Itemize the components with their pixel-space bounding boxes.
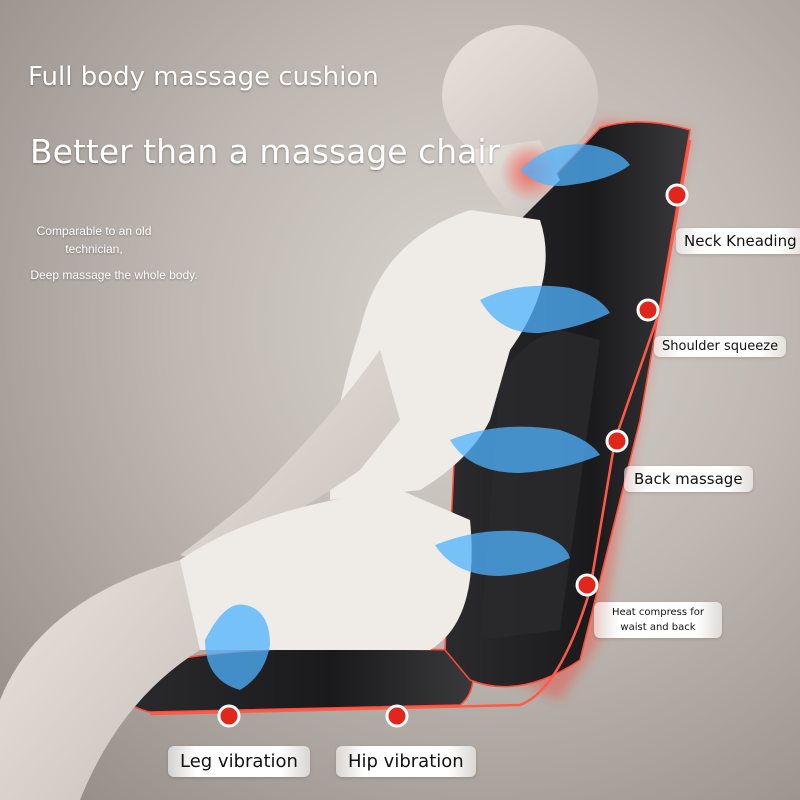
- hip-hotspot-dot: [385, 704, 409, 728]
- leg-vibration-label: Leg vibration: [168, 746, 310, 777]
- hotspot-dots: [217, 183, 689, 728]
- shoulder-hotspot-dot: [636, 298, 660, 322]
- back-hotspot-dot: [605, 429, 629, 453]
- leg-hotspot-dot: [217, 704, 241, 728]
- heat-hotspot-dot: [575, 573, 599, 597]
- figure-head: [442, 25, 598, 165]
- headline-title: Full body massage cushion: [28, 62, 379, 92]
- shoulder-squeeze-label: Shoulder squeeze: [654, 336, 787, 357]
- hip-vibration-label: Hip vibration: [336, 746, 476, 777]
- neck-kneading-label: Neck Kneading: [676, 228, 800, 254]
- neck-hotspot-dot: [665, 183, 689, 207]
- massage-hands: [205, 144, 630, 690]
- description-line-1: Comparable to an old technician,: [36, 224, 152, 256]
- figure-leg: [0, 560, 200, 800]
- description-line-2: Deep massage the whole body.: [30, 268, 198, 282]
- back-massage-label: Back massage: [624, 466, 753, 492]
- heat-compress-label: Heat compress for waist and back: [594, 602, 722, 638]
- figure-arm: [180, 350, 400, 560]
- headline-subtitle: Better than a massage chair: [30, 132, 501, 171]
